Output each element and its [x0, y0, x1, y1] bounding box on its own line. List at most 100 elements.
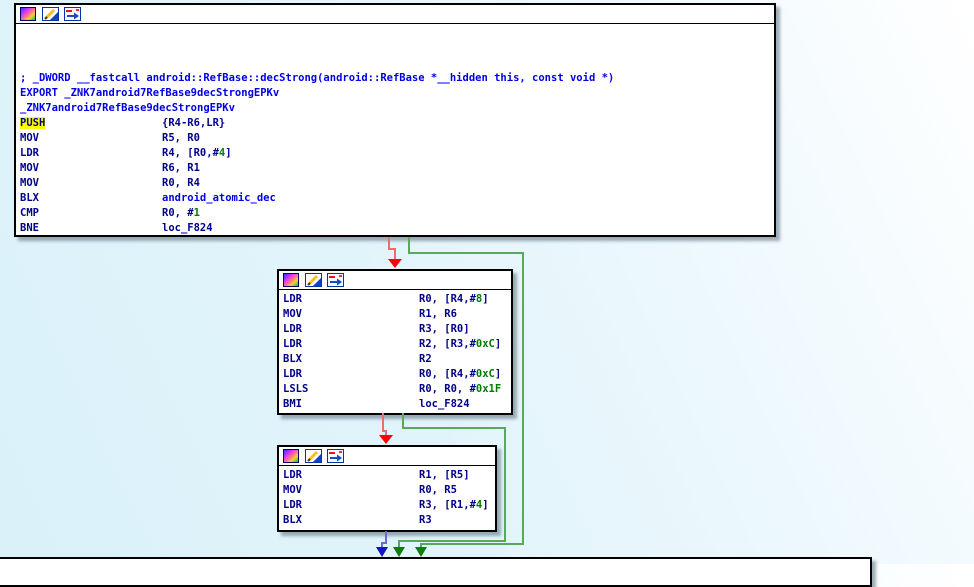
line-content: ; _DWORD __fastcall android::RefBase::de… [20, 71, 614, 86]
operands: R6, R1 [162, 161, 200, 176]
code-line[interactable]: LDR R3, [R1,#4] [279, 498, 495, 513]
mnemonic: LDR [283, 337, 302, 352]
code-segment: R1, R6 [419, 308, 457, 320]
mnemonic: MOV [20, 131, 39, 146]
operands: R0, R4 [162, 176, 200, 191]
basic-block-entry[interactable]: ; _DWORD __fastcall android::RefBase::de… [14, 3, 776, 237]
mnemonic: MOV [20, 161, 39, 176]
code-segment: MOV [20, 162, 39, 174]
code-segment: LSLS [283, 383, 309, 395]
group-icon[interactable] [326, 449, 344, 464]
code-segment: MOV [283, 484, 302, 496]
mnemonic: LDR [20, 146, 39, 161]
code-segment: CMP [20, 207, 39, 219]
block-toolbar [279, 447, 495, 466]
code-line[interactable]: BLX R3 [279, 513, 495, 528]
code-line[interactable]: BNE loc_F824 [16, 221, 774, 235]
code-line[interactable]: LDR R2, [R3,#0xC] [279, 337, 511, 352]
block-toolbar [279, 271, 511, 290]
line-content: _ZNK7android7RefBase9decStrongEPKv [20, 101, 235, 116]
code-segment: R2, [R3,# [419, 338, 476, 350]
code-line[interactable]: LSLS R0, R0, #0x1F [279, 382, 511, 397]
text-line[interactable]: ; _DWORD __fastcall android::RefBase::de… [16, 71, 774, 86]
code-segment: BMI [283, 398, 302, 410]
code-line[interactable]: PUSH{R4-R6,LR} [16, 116, 774, 131]
code-segment: LDR [283, 368, 302, 380]
mnemonic: LSLS [283, 382, 308, 397]
group-icon[interactable] [63, 7, 81, 22]
code-segment: EXPORT _ZNK7android7RefBase9decStrongEPK… [20, 87, 280, 99]
code-segment: R1, [R5] [419, 469, 470, 481]
edit-icon[interactable] [41, 7, 59, 22]
group-icon[interactable] [326, 273, 344, 288]
code-line[interactable]: MOV R0, R5 [279, 483, 495, 498]
operands: R2, [R3,#0xC] [419, 337, 501, 352]
code-segment: R6, R1 [162, 162, 200, 174]
code-segment: BNE [20, 222, 39, 234]
code-segment: loc_F824 [162, 222, 213, 234]
code-segment: 0x1F [475, 383, 502, 395]
code-segment: BLX [283, 514, 302, 526]
palette-icon[interactable] [282, 449, 300, 464]
text-line[interactable]: EXPORT _ZNK7android7RefBase9decStrongEPK… [16, 86, 774, 101]
code-segment: R0, [R4,# [419, 293, 476, 305]
code-line[interactable]: MOV R0, R4 [16, 176, 774, 191]
code-segment: R0, [R4,# [419, 368, 476, 380]
operands: {R4-R6,LR} [162, 116, 225, 131]
operands: R0, #1 [162, 206, 200, 221]
code-segment: BLX [20, 192, 39, 204]
code-line[interactable]: LDR R3, [R0] [279, 322, 511, 337]
palette-icon[interactable] [19, 7, 37, 22]
code-segment: R0, R5 [419, 484, 457, 496]
code-segment: MOV [20, 177, 39, 189]
text-line[interactable]: _ZNK7android7RefBase9decStrongEPKv [16, 101, 774, 116]
code-segment: R5, R0 [162, 132, 200, 144]
code-line[interactable]: BLX android_atomic_dec [16, 191, 774, 206]
operands: loc_F824 [162, 221, 213, 235]
mnemonic: LDR [283, 322, 302, 337]
code-segment: R3, [R0] [419, 323, 470, 335]
code-segment: R0, R0, # [419, 383, 476, 395]
code-segment: MOV [20, 132, 39, 144]
code-segment: LDR [283, 338, 302, 350]
mnemonic: LDR [283, 292, 302, 307]
mnemonic: BNE [20, 221, 39, 235]
operands: R1, R6 [419, 307, 457, 322]
edit-icon[interactable] [304, 273, 322, 288]
code-line[interactable]: MOV R5, R0 [16, 131, 774, 146]
operands: R3 [419, 513, 432, 528]
mnemonic: CMP [20, 206, 39, 221]
palette-icon[interactable] [282, 273, 300, 288]
code-segment: ] [225, 147, 232, 159]
edit-icon[interactable] [304, 449, 322, 464]
code-segment: ] [494, 338, 502, 350]
code-line[interactable]: MOV R6, R1 [16, 161, 774, 176]
operands: loc_F824 [419, 397, 470, 412]
line-content: EXPORT _ZNK7android7RefBase9decStrongEPK… [20, 86, 279, 101]
code-segment: android_atomic_dec [162, 192, 276, 204]
code-segment: R0, # [162, 207, 194, 219]
mnemonic: MOV [283, 483, 302, 498]
basic-block-partial-bottom[interactable] [0, 557, 872, 587]
code-segment: R2 [419, 353, 432, 365]
operands: R1, [R5] [419, 468, 470, 483]
code-segment: loc_F824 [419, 398, 470, 410]
code-segment: LDR [283, 499, 302, 511]
code-line[interactable]: BMI loc_F824 [279, 397, 511, 412]
code-segment: 1 [193, 207, 200, 219]
mnemonic: BMI [283, 397, 302, 412]
code-line[interactable]: CMP R0, #1 [16, 206, 774, 221]
code-segment: LDR [283, 293, 302, 305]
operands: R3, [R1,#4] [419, 498, 489, 513]
operands: R2 [419, 352, 432, 367]
